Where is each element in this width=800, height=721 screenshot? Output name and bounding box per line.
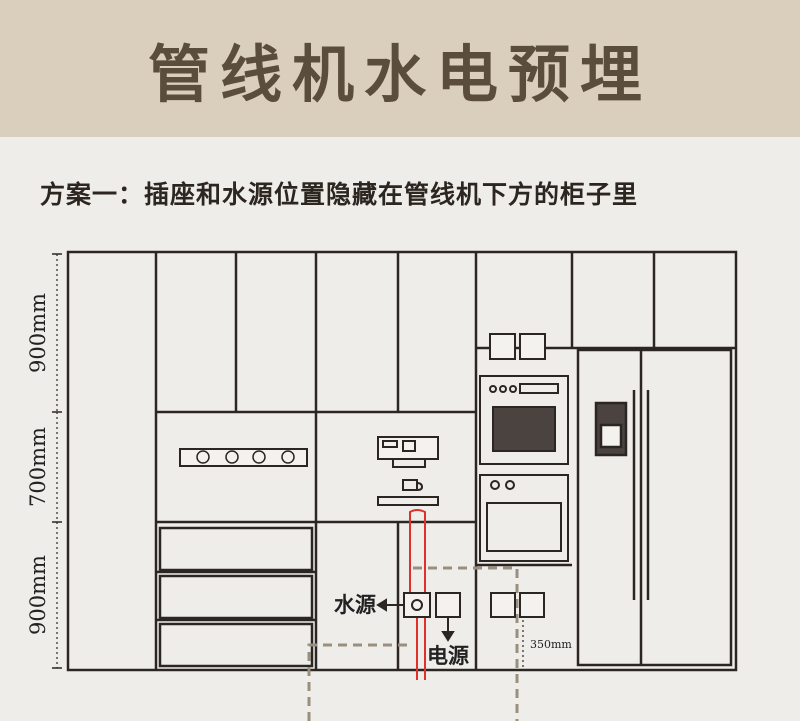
drawer (158, 622, 314, 668)
water-source-label: 水源 (334, 593, 376, 617)
page-subtitle: 方案一：插座和水源位置隐藏在管线机下方的柜子里 (40, 180, 639, 209)
water-dispenser (377, 436, 439, 506)
drawer (158, 574, 314, 620)
socket-pair-upper (489, 333, 546, 360)
refrigerator (576, 348, 733, 667)
socket-lower (519, 592, 545, 618)
title-banner (0, 0, 800, 137)
cabinet-outline (66, 250, 738, 672)
hidden-cabinet-outline (307, 566, 519, 721)
socket-lower (490, 592, 516, 618)
dim-middle-label: 700mm (26, 427, 50, 507)
page-title: 管线机水电预埋 (147, 38, 652, 111)
water-valve (403, 592, 431, 618)
dim-bottom-label: 900mm (26, 555, 50, 635)
power-strip (179, 448, 308, 467)
dim-top-label: 900mm (26, 293, 50, 373)
power-source-label: 电源 (427, 644, 469, 668)
steam-oven (479, 474, 569, 562)
water-pipe (409, 509, 426, 680)
oven (479, 375, 569, 465)
socket-lower (435, 592, 461, 618)
dim-pipe-offset-label: 350mm (530, 638, 572, 651)
drawer (158, 526, 314, 572)
